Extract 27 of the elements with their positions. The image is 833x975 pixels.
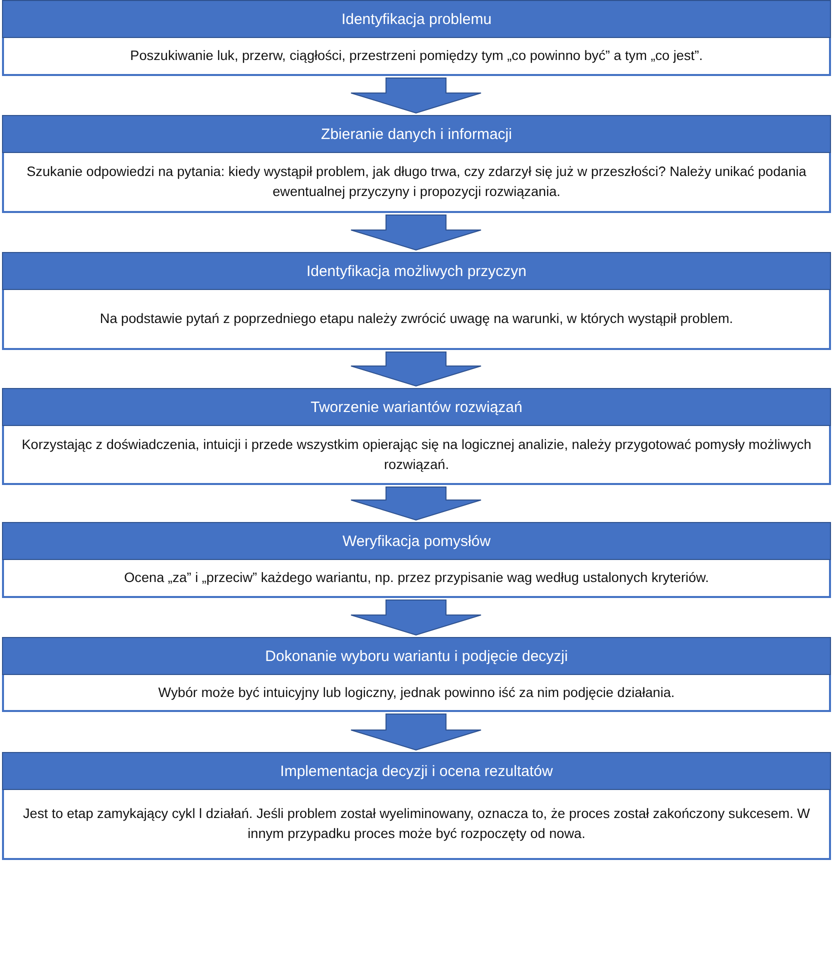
stage-box	[2, 388, 831, 485]
block-arrow	[350, 714, 482, 751]
stage-description: Korzystając z doświadczenia, intuicji i przede wszystkim opierając się na logicznej analizie, należy przygotować pomysły możliwych rozwiązań.	[2, 426, 831, 485]
stage-description: Poszukiwanie luk, przerw, ciągłości, przestrzeni pomiędzy tym „co powinno być” a tym „co jest”.	[2, 38, 831, 76]
stage-box	[2, 115, 831, 213]
stage-heading: Identyfikacja problemu	[2, 0, 831, 38]
stage-heading: Identyfikacja możliwych przyczyn	[2, 252, 831, 290]
block-arrow	[350, 78, 482, 114]
stage-heading: Weryfikacja pomysłów	[2, 522, 831, 560]
stage-heading: Implementacja decyzji i ocena rezultatów	[2, 752, 831, 790]
stage-box	[2, 522, 831, 598]
stage-description: Wybór może być intuicyjny lub logiczny, jednak powinno iść za nim podjęcie działania.	[2, 675, 831, 712]
stage-description: Szukanie odpowiedzi na pytania: kiedy wystąpił problem, jak długo trwa, czy zdarzył się już w przeszłości? Należy unikać podania ewentualnej przyczyny i propozycji rozwiązania.	[2, 153, 831, 213]
block-arrow	[350, 352, 482, 387]
stage-description: Jest to etap zamykający cykl l działań. Jeśli problem został wyeliminowany, oznacza to, że proces został zakończony sukcesem. W innym przypadku proces może być rozpoczęty od nowa.	[2, 790, 831, 860]
stage-heading: Zbieranie danych i informacji	[2, 115, 831, 153]
stage-description: Na podstawie pytań z poprzedniego etapu należy zwrócić uwagę na warunki, w których wystąpił problem.	[2, 290, 831, 350]
block-arrow	[350, 600, 482, 636]
block-arrow	[350, 214, 482, 251]
stage-box	[2, 0, 831, 76]
stage-box	[2, 637, 831, 712]
stage-description: Ocena „za” i „przeciw” każdego wariantu, np. przez przypisanie wag według ustalonych kryteriów.	[2, 560, 831, 598]
stage-box	[2, 752, 831, 860]
block-arrow	[350, 486, 482, 521]
stage-box	[2, 252, 831, 350]
stage-heading: Tworzenie wariantów rozwiązań	[2, 388, 831, 426]
stage-heading: Dokonanie wyboru wariantu i podjęcie decyzji	[2, 637, 831, 675]
